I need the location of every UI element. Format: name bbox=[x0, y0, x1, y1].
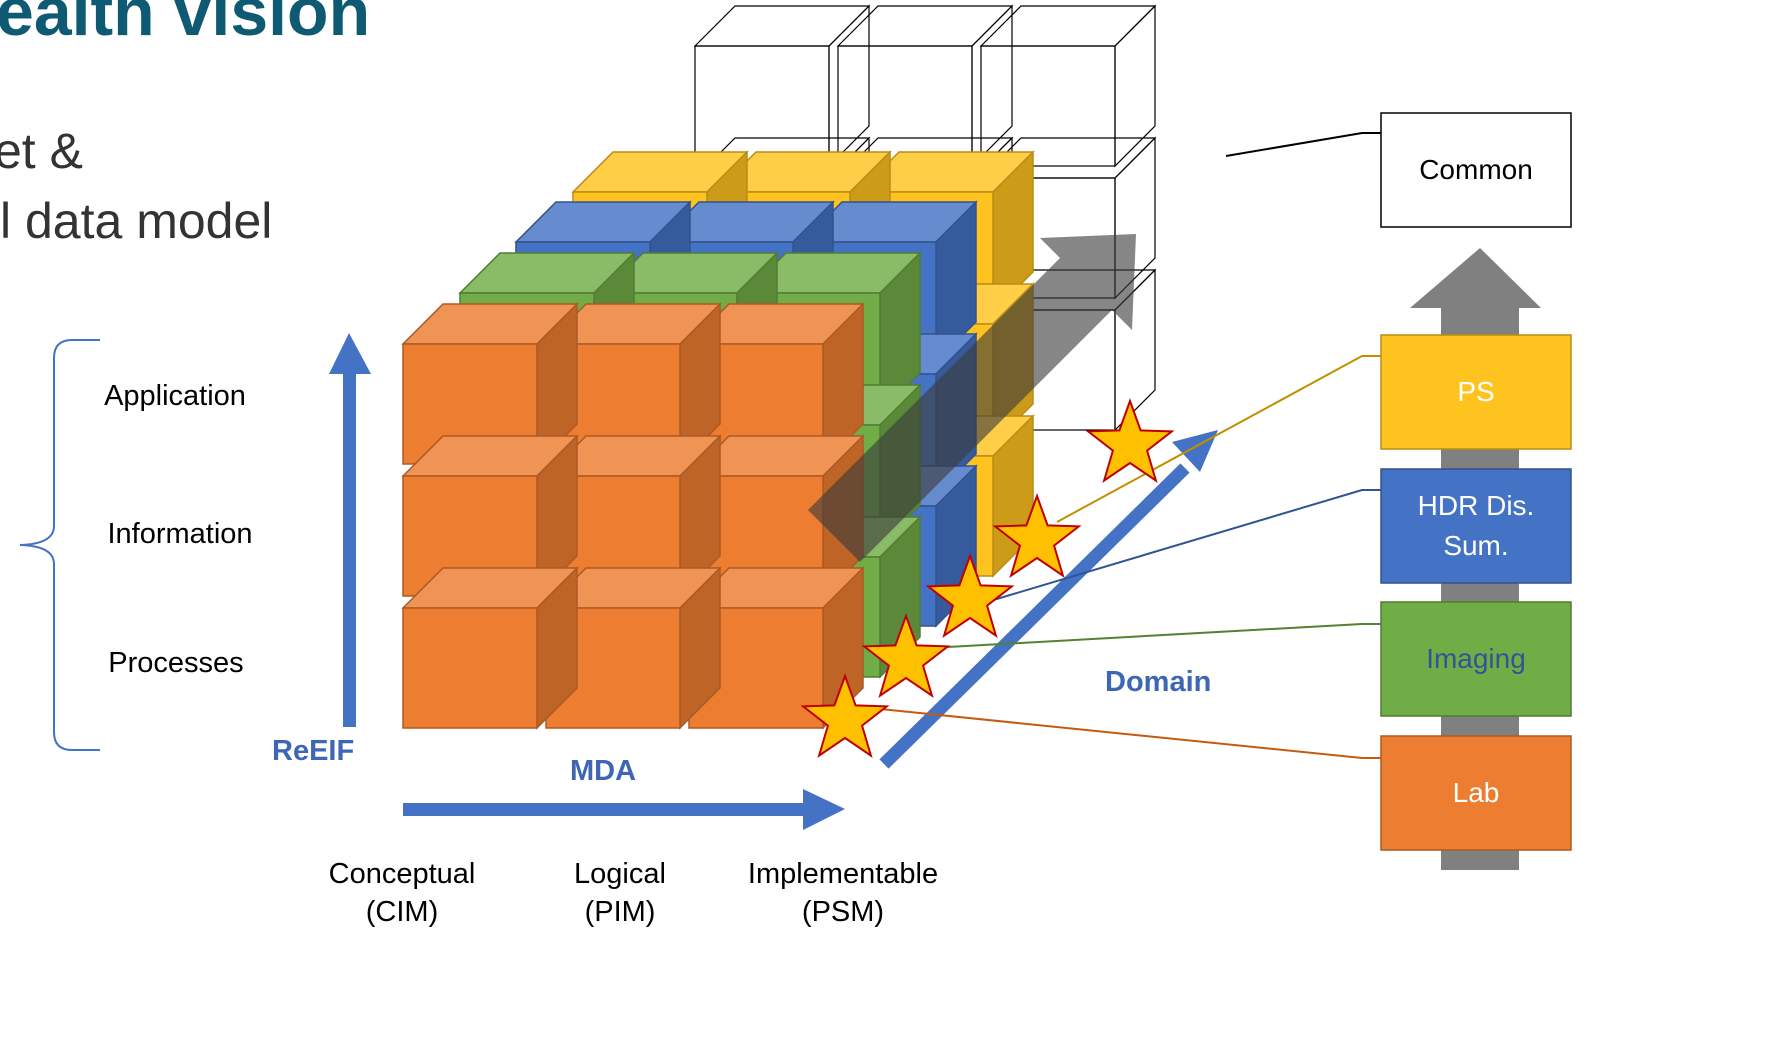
mda-level-logical: Logical (PIM) bbox=[470, 855, 770, 931]
wire-front-face bbox=[837, 45, 973, 167]
lab-layer bbox=[401, 302, 865, 730]
mda-level-conceptual: Conceptual (CIM) bbox=[252, 855, 552, 931]
domain-cube bbox=[401, 302, 579, 466]
wire-top-face bbox=[979, 5, 1157, 47]
domain-box-imaging bbox=[1380, 601, 1572, 717]
common-wire-cube bbox=[979, 4, 1157, 168]
page-title: ealth vision bbox=[0, 0, 371, 50]
domain-box-lab bbox=[1380, 735, 1572, 851]
domain-direction-arrow bbox=[808, 234, 1136, 562]
mda-level-name: Logical bbox=[574, 858, 666, 890]
mda-level-abbr: (CIM) bbox=[365, 896, 439, 928]
wire-top-face bbox=[836, 5, 1014, 47]
leader-ps bbox=[1056, 355, 1381, 523]
domain-label-ps: PS bbox=[1457, 376, 1495, 407]
star-lab bbox=[800, 673, 890, 758]
domain-box-ps bbox=[1380, 334, 1572, 450]
domain-axis-label: Domain bbox=[1105, 666, 1212, 698]
mda-level-implementable: Implementable (PSM) bbox=[693, 855, 993, 931]
layer-label-processes: Processes bbox=[108, 647, 244, 679]
domain-label-hdr: HDR Dis. Sum. bbox=[1417, 490, 1535, 561]
domain-cube bbox=[401, 566, 579, 730]
mda-axis-label: MDA bbox=[570, 755, 637, 787]
mda-level-name: Implementable bbox=[747, 858, 939, 890]
common-wire-cube bbox=[836, 4, 1014, 168]
subtitle-line-2: l data model bbox=[0, 193, 273, 249]
wire-front-face bbox=[694, 45, 830, 167]
domain-box-hdr bbox=[1380, 468, 1572, 584]
common-wire-cube bbox=[693, 4, 871, 168]
subtitle-line-1: et & bbox=[0, 123, 83, 179]
domain-box-common bbox=[1380, 112, 1572, 228]
layer-label-application: Application bbox=[104, 380, 246, 412]
leader-imaging bbox=[929, 623, 1381, 649]
mda-level-name: Conceptual bbox=[328, 858, 476, 890]
reeif-axis-label: ReEIF bbox=[272, 735, 355, 767]
leader-common bbox=[1225, 132, 1381, 157]
mda-level-abbr: (PSM) bbox=[801, 896, 885, 928]
star-imaging bbox=[861, 613, 951, 698]
star-common bbox=[1085, 398, 1175, 483]
wire-side-face bbox=[828, 4, 870, 168]
leader-lab bbox=[869, 707, 1381, 759]
star-hdr bbox=[925, 553, 1015, 638]
wire-front-face bbox=[980, 45, 1116, 167]
wire-top-face bbox=[693, 5, 871, 47]
domain-cube-stack bbox=[401, 150, 1035, 730]
diagram-overlays bbox=[19, 112, 1572, 870]
domain-label-common: Common bbox=[1419, 154, 1533, 185]
layer-label-information: Information bbox=[107, 518, 253, 550]
mda-arrow-shaft bbox=[403, 803, 806, 816]
wire-side-face bbox=[971, 4, 1013, 168]
star-ps bbox=[992, 493, 1082, 578]
layer-brace bbox=[19, 339, 100, 751]
cube-front-face bbox=[402, 607, 538, 729]
reeif-arrow-shaft bbox=[343, 372, 356, 727]
reeif-arrow-head bbox=[329, 333, 371, 374]
leader-hdr bbox=[989, 489, 1381, 602]
mda-level-abbr: (PIM) bbox=[584, 896, 656, 928]
domain-label-imaging: Imaging bbox=[1426, 643, 1526, 674]
legend-arrow-head bbox=[1410, 248, 1541, 308]
wire-side-face bbox=[1114, 4, 1156, 168]
mda-arrow-head bbox=[803, 789, 845, 830]
domain-label-lab: Lab bbox=[1452, 777, 1500, 808]
